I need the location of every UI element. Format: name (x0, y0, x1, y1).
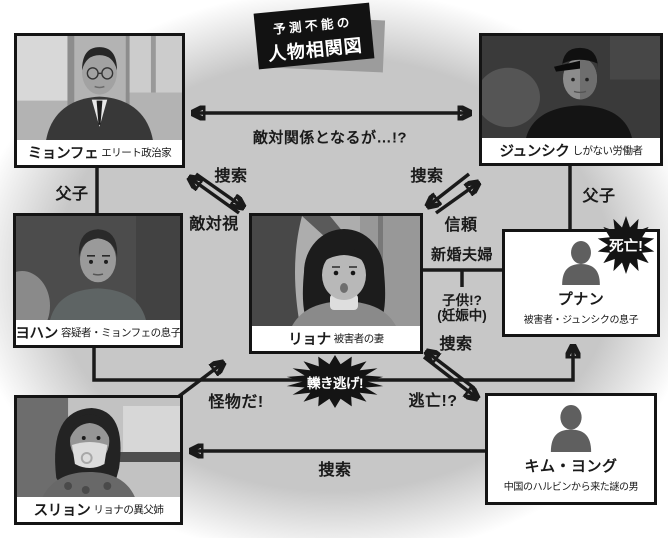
arrow-ryona-to-kimyong (422, 355, 477, 398)
person-silhouette-icon (550, 405, 592, 452)
arrow-junsik-to-ryona (428, 172, 471, 206)
relation-label-child: 子供!? (妊娠中) (437, 293, 487, 323)
character-card-kimyong: キム・ヨング 中国のハルビンから来た謎の男 (485, 393, 657, 505)
myonfe-desc: エリート政治家 (101, 147, 172, 159)
death-burst-label: 死亡! (609, 238, 643, 255)
hit-and-run-burst-label: 轢き逃げ! (307, 375, 364, 391)
arrow-ryona-to-myonfe (190, 178, 241, 215)
relation-label-hostile-view: 敵対視 (189, 216, 239, 233)
kimyong-name: キム・ヨング (524, 458, 618, 475)
junsik-name: ジュンシク (499, 144, 570, 160)
title-badge: 予測不能の 人物相関図 (252, 2, 392, 78)
yohan-photo (16, 216, 180, 320)
character-card-yohan: ヨハン 容疑者・ミョンフェの息子 (13, 213, 183, 348)
suryon-photo (17, 398, 180, 497)
arrow-kimyong-to-ryona (427, 352, 476, 390)
relation-label-child-line1: 子供!? (442, 293, 482, 308)
relation-label-father-son-right: 父子 (582, 188, 616, 205)
suryon-name: スリョン (33, 503, 91, 519)
character-card-junsik: ジュンシク しがない労働者 (479, 33, 663, 166)
character-card-suryon: スリョン リョナの異父姉 (14, 395, 183, 525)
yohan-desc: 容疑者・ミョンフェの息子 (60, 327, 180, 339)
myonfe-photo (17, 36, 182, 140)
ryona-desc: 被害者の妻 (333, 333, 385, 345)
relation-label-hostile-relation: 敵対関係となるが…!? (252, 129, 408, 147)
junsik-photo (482, 36, 660, 138)
relation-label-search-mid: 捜索 (439, 336, 473, 353)
arrow-suryon-to-ryona (172, 363, 223, 402)
yohan-name: ヨハン (16, 326, 58, 342)
relation-label-search-left: 捜索 (214, 168, 248, 185)
relation-label-trust: 信頼 (444, 217, 478, 234)
relation-label-search-right: 捜索 (410, 168, 444, 185)
arrow-ryona-to-junsik (434, 183, 478, 215)
person-silhouette-icon (562, 241, 600, 285)
relation-label-newlyweds: 新婚夫婦 (430, 246, 494, 264)
relation-label-search-bottom: 捜索 (318, 462, 352, 479)
title-badge-plate: 予測不能の 人物相関図 (253, 2, 375, 70)
relation-label-escape: 逃亡!? (408, 393, 458, 410)
yohan-caption: ヨハン 容疑者・ミョンフェの息子 (16, 320, 180, 345)
character-card-myonfe: ミョンフェ エリート政治家 (14, 33, 185, 168)
relation-label-father-son-left: 父子 (55, 186, 89, 203)
relation-label-child-line2: (妊娠中) (437, 308, 487, 323)
suryon-caption: スリョン リョナの異父姉 (17, 497, 180, 522)
ryona-name: リョナ (288, 332, 331, 348)
ryona-caption: リョナ 被害者の妻 (252, 326, 420, 351)
kimyong-desc: 中国のハルビンから来た謎の男 (503, 482, 639, 493)
character-card-ryona: リョナ 被害者の妻 (249, 213, 423, 354)
junsik-desc: しがない労働者 (572, 145, 644, 157)
suryon-desc: リョナの異父姉 (93, 504, 164, 516)
relation-label-monster: 怪物だ! (208, 394, 264, 411)
punan-name: プナン (557, 291, 605, 308)
myonfe-caption: ミョンフェ エリート政治家 (17, 140, 182, 165)
myonfe-name: ミョンフェ (27, 146, 99, 162)
punan-desc: 被害者・ジュンシクの息子 (523, 315, 639, 326)
ryona-photo (252, 216, 420, 326)
junsik-caption: ジュンシク しがない労働者 (482, 138, 660, 163)
